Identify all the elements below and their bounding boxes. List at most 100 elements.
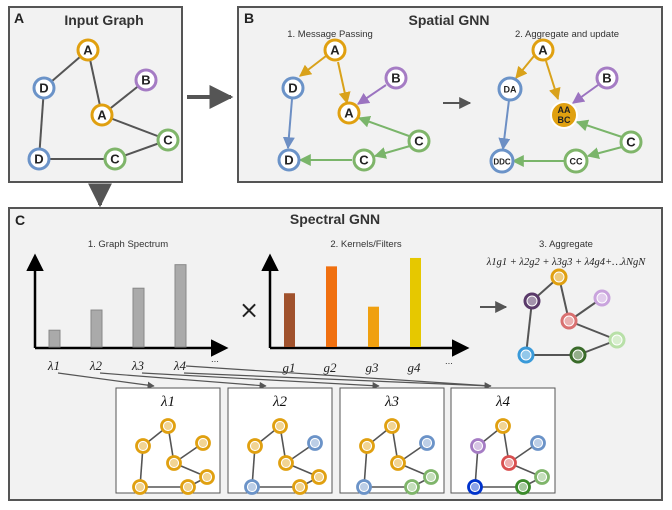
agg-node-ddc: DDC	[489, 148, 515, 174]
svg-text:C: C	[110, 152, 120, 167]
eigen-tile-2: λ2	[227, 387, 333, 495]
filter-bar-1	[284, 293, 295, 347]
eigen-2-node-fill-2	[251, 442, 259, 450]
svg-text:C: C	[414, 134, 424, 149]
spectrum-label-2: λ2	[89, 358, 103, 373]
eigen-2-node-fill-5	[315, 473, 323, 481]
eigen-2-node-fill-3	[311, 439, 319, 447]
svg-text:A: A	[344, 106, 354, 121]
eigen-4-node-3	[530, 435, 546, 451]
eigen-3-node-7	[404, 479, 420, 495]
filter-label-3: g3	[366, 360, 380, 375]
eigen-2-node-fill-1	[276, 422, 284, 430]
svg-text:A: A	[83, 43, 93, 58]
eigen-1-node-1	[160, 418, 176, 434]
svg-text:D: D	[34, 152, 43, 167]
filters-chart: g1 g2 g3 g4 ...	[261, 253, 470, 375]
eigen-1-node-fill-6	[136, 483, 144, 491]
eigen-3-node-fill-6	[360, 483, 368, 491]
filter-bars	[284, 257, 421, 347]
eigen-4-node-4	[501, 455, 517, 471]
eigen-3-node-2	[359, 438, 375, 454]
panel-a-letter: A	[14, 10, 24, 26]
aggregate-node-fill-2	[527, 296, 537, 306]
spectrum-bar-2	[90, 309, 103, 348]
eigen-4-node-fill-7	[519, 483, 527, 491]
agg-node-cc: CC	[563, 148, 589, 174]
filter-label-4: g4	[408, 360, 422, 375]
eigen-3-node-fill-4	[394, 459, 402, 467]
filter-tick-labels: g1 g2 g3 g4 ...	[283, 356, 453, 375]
eigen-3-node-3	[419, 435, 435, 451]
filter-bar-4	[410, 257, 421, 347]
spectrum-label-3: λ3	[131, 358, 145, 373]
svg-text:D: D	[39, 81, 48, 96]
eigen-title-3: λ3	[384, 394, 399, 410]
panel-c-step-3: 3. Aggregate	[539, 239, 593, 250]
mp-node-a-top: A	[323, 38, 347, 62]
eigen-4-node-fill-2	[474, 442, 482, 450]
svg-text:DDC: DDC	[493, 158, 511, 167]
eigen-2-node-fill-7	[296, 483, 304, 491]
agg-node-a-top: A	[531, 38, 555, 62]
svg-text:A: A	[538, 43, 548, 58]
mp-node-b: B	[384, 66, 408, 90]
eigen-2-node-6	[244, 479, 260, 495]
eigen-1-node-fill-2	[139, 442, 147, 450]
panel-b-step-2: 2. Aggregate and update	[515, 29, 619, 40]
spectrum-bar-3	[132, 287, 145, 348]
eigen-1-node-fill-4	[170, 459, 178, 467]
eigen-tile-1: λ1	[115, 387, 221, 495]
agg-node-da: DA	[497, 76, 523, 102]
svg-text:D: D	[288, 81, 297, 96]
eigen-2-node-fill-6	[248, 483, 256, 491]
aggregate-node-fill-3	[597, 293, 607, 303]
panel-a-nodes: A B D A C D C	[27, 38, 180, 171]
panel-b-title: Spatial GNN	[409, 12, 490, 28]
eigen-3-node-4	[390, 455, 406, 471]
mp-node-d-bottom: D	[277, 148, 301, 172]
node-a-top: A	[76, 38, 100, 62]
eigen-4-node-1	[495, 418, 511, 434]
eigenvector-tiles: λ1 λ2 λ3 λ4	[115, 387, 556, 495]
mp-node-a-center: A	[337, 101, 361, 125]
panel-a: A Input Graph A B D A C D C	[8, 6, 183, 183]
eigen-4-node-5	[534, 469, 550, 485]
eigen-mapping-arrows	[57, 365, 492, 390]
eigen-3-node-fill-1	[388, 422, 396, 430]
panel-c-step-2: 2. Kernels/Filters	[330, 239, 402, 250]
message-passing-graph: A B D A C D C	[277, 38, 431, 172]
eigen-4-node-fill-4	[505, 459, 513, 467]
spectral-aggregate-nodes	[517, 268, 626, 364]
eigen-4-node-2	[470, 438, 486, 454]
filter-bar-3	[368, 306, 379, 347]
spectrum-tick-labels: λ1 λ2 λ3 λ4 ...	[47, 354, 219, 373]
eigen-2-node-7	[292, 479, 308, 495]
svg-text:DA: DA	[504, 85, 517, 95]
eigen-1-node-2	[135, 438, 151, 454]
panel-c-letter: C	[15, 212, 25, 228]
svg-text:B: B	[141, 73, 150, 88]
eigen-1-node-5	[199, 469, 215, 485]
eigen-3-node-fill-5	[427, 473, 435, 481]
eigen-1-node-6	[132, 479, 148, 495]
node-c-bottom: C	[103, 147, 127, 171]
panel-b: B Spatial GNN 1. Message Passing 2. Aggr…	[237, 6, 663, 183]
eigen-3-node-fill-3	[423, 439, 431, 447]
eigen-1-node-7	[180, 479, 196, 495]
panel-a-title: Input Graph	[64, 12, 143, 28]
panel-c-title: Spectral GNN	[290, 211, 380, 227]
panel-c-step-1: 1. Graph Spectrum	[88, 239, 168, 250]
eigen-title-4: λ4	[495, 394, 510, 410]
panel-b-letter: B	[244, 10, 254, 26]
svg-text:B: B	[391, 71, 400, 86]
eigen-2-node-3	[307, 435, 323, 451]
svg-text:C: C	[163, 133, 173, 148]
eigen-1-node-3	[195, 435, 211, 451]
svg-text:AA: AA	[558, 105, 571, 115]
spectrum-label-4: λ4	[173, 358, 187, 373]
aggregate-node-fill-6	[521, 350, 531, 360]
node-d-bottom: D	[27, 147, 51, 171]
